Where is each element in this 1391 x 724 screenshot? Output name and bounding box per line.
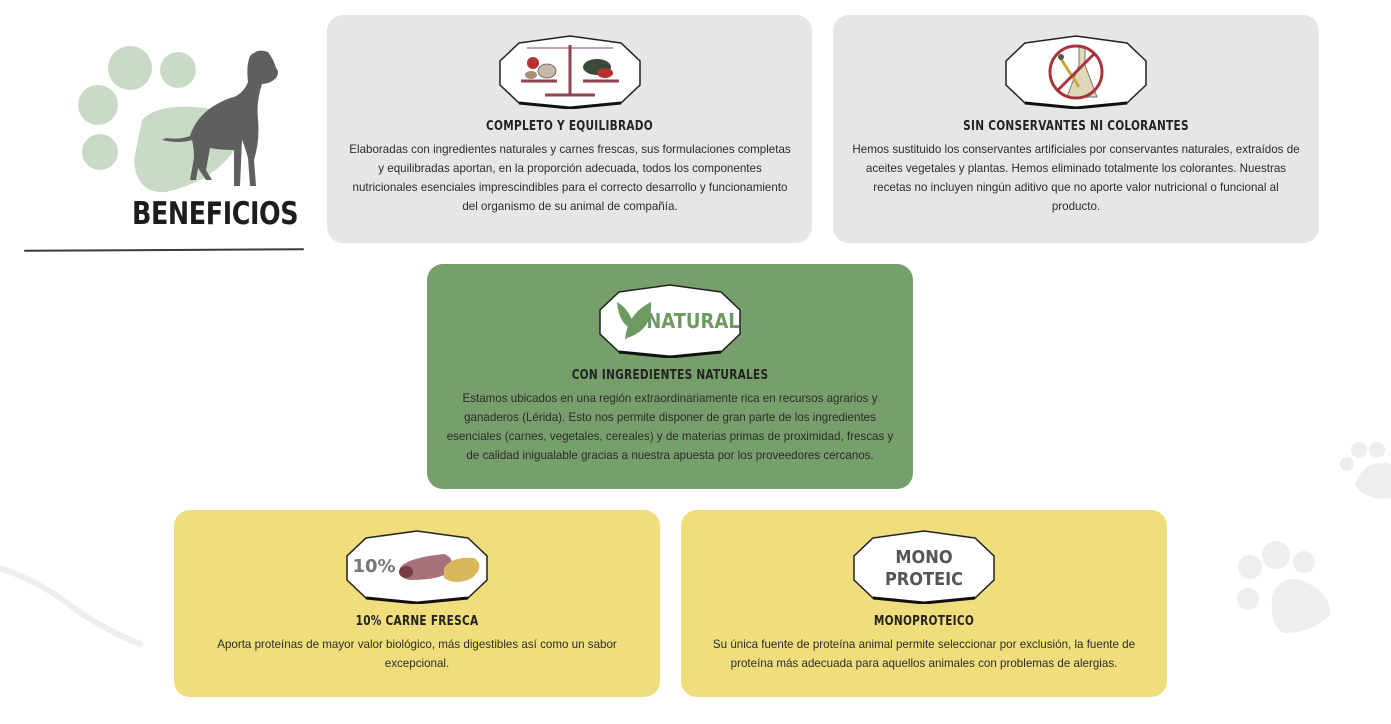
benefit-card-monoproteico: MONO PROTEIC MONOPROTEICO Su única fuent…: [681, 510, 1167, 697]
card-description: Hemos sustituido los conservantes artifi…: [852, 143, 1300, 213]
paw-print-icon: [1340, 442, 1391, 499]
benefit-card-sin-conservantes: SIN CONSERVANTES NI COLORANTES Hemos sus…: [833, 15, 1319, 243]
card-description: Su única fuente de proteína animal permi…: [712, 638, 1136, 670]
card-title: SIN CONSERVANTES NI COLORANTES: [963, 119, 1189, 134]
mono-proteic-text-icon: MONO PROTEIC: [853, 530, 995, 604]
section-heading: BENEFICIOS: [132, 196, 299, 232]
heading-underline: [23, 248, 305, 252]
card-title: COMPLETO Y EQUILIBRADO: [486, 119, 653, 134]
paw-print-icon: [1237, 541, 1331, 633]
card-title: CON INGREDIENTES NATURALES: [571, 368, 769, 383]
no-chemicals-flask-icon: [1005, 35, 1147, 109]
benefit-card-natural: NATURAL CON INGREDIENTES NATURALES Estam…: [427, 264, 913, 489]
badge-text-line-1: MONO: [895, 547, 952, 568]
benefit-card-completo: COMPLETO Y EQUILIBRADO Elaboradas con in…: [327, 15, 812, 243]
dog-paw-illustration: [78, 46, 278, 193]
card-description: Aporta proteínas de mayor valor biológic…: [217, 638, 617, 670]
badge-text: NATURAL: [646, 309, 740, 333]
badge-text-line-2: PROTEIC: [885, 569, 963, 590]
card-description: Estamos ubicados en una región extraordi…: [446, 392, 894, 462]
card-title: 10% CARNE FRESCA: [355, 614, 479, 629]
leaf-icon: NATURAL: [599, 284, 741, 358]
paw-decoration-bottom-left-line: [0, 565, 143, 647]
meat-icon: 10%: [346, 530, 488, 604]
balance-scale-food-icon: [498, 35, 641, 109]
badge-text: 10%: [352, 556, 395, 577]
benefit-card-carne-fresca: 10% 10% CARNE FRESCA Aporta proteínas de…: [174, 510, 660, 697]
card-title: MONOPROTEICO: [873, 614, 975, 629]
card-description: Elaboradas con ingredientes naturales y …: [349, 143, 791, 213]
